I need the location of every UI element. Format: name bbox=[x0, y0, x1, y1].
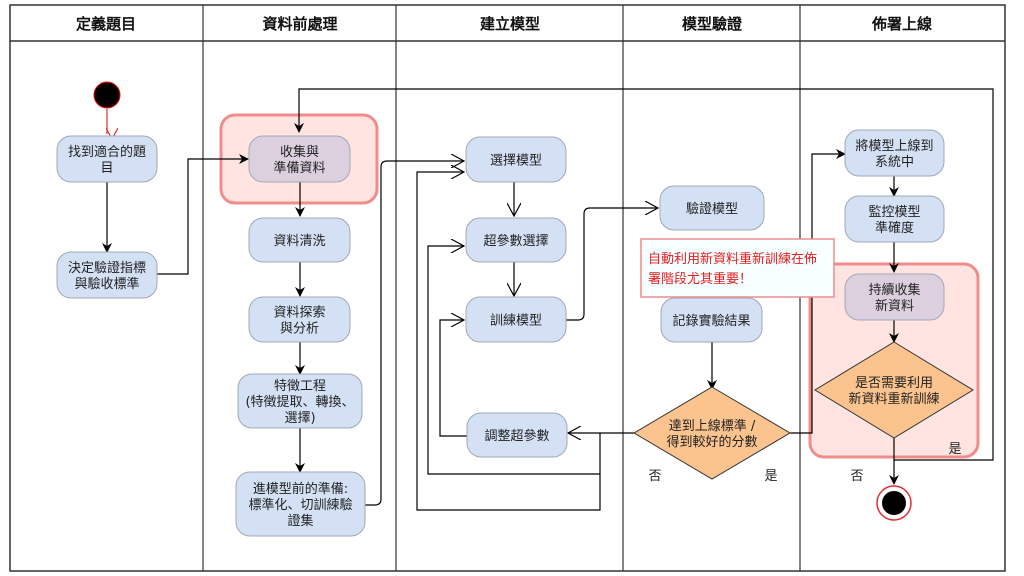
activity-shape bbox=[248, 296, 351, 343]
activity-shape bbox=[660, 297, 763, 343]
note-text-line: 署階段尤其重要！ bbox=[648, 271, 752, 287]
node-validate-model: 驗證模型 bbox=[659, 185, 765, 231]
node-meet-standard: 達到上線標準 /得到較好的分數 bbox=[633, 386, 791, 480]
edge-label-meet-no: 否 bbox=[648, 469, 661, 484]
activity-shape bbox=[465, 217, 567, 263]
node-label-line: 調整超參數 bbox=[484, 429, 549, 444]
node-label-line: 選擇模型 bbox=[490, 153, 542, 169]
activity-shape bbox=[237, 373, 363, 429]
node-label-line: 將模型上線到 bbox=[855, 138, 933, 154]
node-label-line: 達到上線標準 / bbox=[669, 418, 756, 434]
activity-shape bbox=[844, 273, 945, 321]
edge-label-retrain-yes: 是 bbox=[948, 442, 961, 457]
edge-label-retrain-no: 否 bbox=[850, 469, 863, 484]
node-clean-data: 資料清洗 bbox=[248, 217, 351, 263]
note-box bbox=[640, 238, 835, 298]
activity-shape bbox=[465, 136, 567, 183]
lane-title-validate: 模型驗證 bbox=[682, 15, 743, 33]
node-select-hparam: 超參數選擇 bbox=[465, 217, 567, 263]
node-feature-eng: 特徵工程(特徵提取、轉換、選擇) bbox=[237, 373, 363, 429]
node-label-line: 是否需要利用 bbox=[855, 376, 933, 391]
node-label-line: 得到較好的分數 bbox=[666, 434, 757, 450]
node-select-model: 選擇模型 bbox=[465, 136, 567, 183]
node-label-line: 監控模型 bbox=[868, 204, 920, 220]
activity-shape bbox=[844, 195, 945, 243]
activity-shape bbox=[248, 217, 351, 263]
decision-shape bbox=[633, 386, 791, 480]
node-label-line: 新資料 bbox=[875, 298, 914, 314]
node-label-line: 系統中 bbox=[875, 155, 914, 170]
node-label-line: 準備資料 bbox=[273, 160, 325, 176]
node-label-line: 訓練模型 bbox=[490, 313, 542, 329]
node-label-line: 新資料重新訓練 bbox=[848, 391, 939, 407]
activity-shape bbox=[248, 135, 351, 183]
node-label-line: 準確度 bbox=[875, 220, 914, 236]
end-node bbox=[876, 485, 912, 521]
edge-tune-train bbox=[439, 320, 467, 437]
activity-shape bbox=[466, 412, 568, 458]
node-label-line: 資料探索 bbox=[273, 306, 325, 321]
lane-title-define: 定義題目 bbox=[76, 15, 136, 33]
edge-decide-collect bbox=[157, 154, 249, 275]
activity-shape bbox=[56, 135, 158, 183]
activity-shape bbox=[659, 185, 765, 231]
node-label-line: 與驗收標準 bbox=[74, 276, 139, 292]
node-label-line: 目 bbox=[100, 161, 113, 176]
node-label-line: 選擇) bbox=[284, 410, 315, 426]
decision-shape bbox=[814, 341, 974, 439]
node-label-line: 驗證模型 bbox=[686, 201, 738, 217]
node-label-line: (特徵提取、轉換、 bbox=[245, 394, 354, 410]
activity-shape bbox=[844, 129, 945, 177]
lane-title-build: 建立模型 bbox=[480, 15, 540, 33]
node-record-results: 記錄實驗結果 bbox=[660, 297, 763, 343]
node-train-model: 訓練模型 bbox=[465, 296, 567, 343]
node-label-line: 資料清洗 bbox=[273, 234, 325, 249]
edge-retrain-yes-collect bbox=[294, 88, 994, 461]
node-label-line: 標準化、切訓練驗 bbox=[248, 497, 352, 513]
node-label-line: 超參數選擇 bbox=[483, 233, 548, 249]
activity-shape bbox=[56, 251, 158, 299]
activity-shape bbox=[465, 296, 567, 343]
node-label-line: 持續收集 bbox=[868, 282, 920, 298]
lane-title-deploy: 佈署上線 bbox=[871, 15, 932, 33]
edge-no-select bbox=[416, 172, 601, 511]
node-tune-hparam: 調整超參數 bbox=[466, 412, 568, 458]
node-label-line: 收集與 bbox=[280, 144, 319, 160]
edge-label-meet-yes: 是 bbox=[764, 469, 777, 484]
node-label-line: 特徵工程 bbox=[274, 379, 326, 394]
node-label-line: 進模型前的準備: bbox=[253, 481, 348, 497]
node-label-line: 決定驗證指標 bbox=[68, 260, 146, 276]
node-label-line: 證集 bbox=[287, 513, 313, 529]
edge-no-hparam bbox=[427, 246, 601, 475]
node-label-line: 記錄實驗結果 bbox=[672, 313, 750, 329]
node-label-line: 與分析 bbox=[280, 322, 319, 337]
edge-prep-select bbox=[365, 161, 464, 506]
node-label-line: 找到適合的題 bbox=[68, 144, 146, 160]
connectors bbox=[102, 88, 994, 511]
lane-title-preprocess: 資料前處理 bbox=[262, 15, 337, 33]
note-text-line: 自動利用新資料重新訓練在佈 bbox=[648, 251, 817, 267]
activity-shape bbox=[235, 471, 366, 537]
start-node bbox=[93, 81, 121, 109]
edge-train-validate bbox=[566, 208, 658, 321]
